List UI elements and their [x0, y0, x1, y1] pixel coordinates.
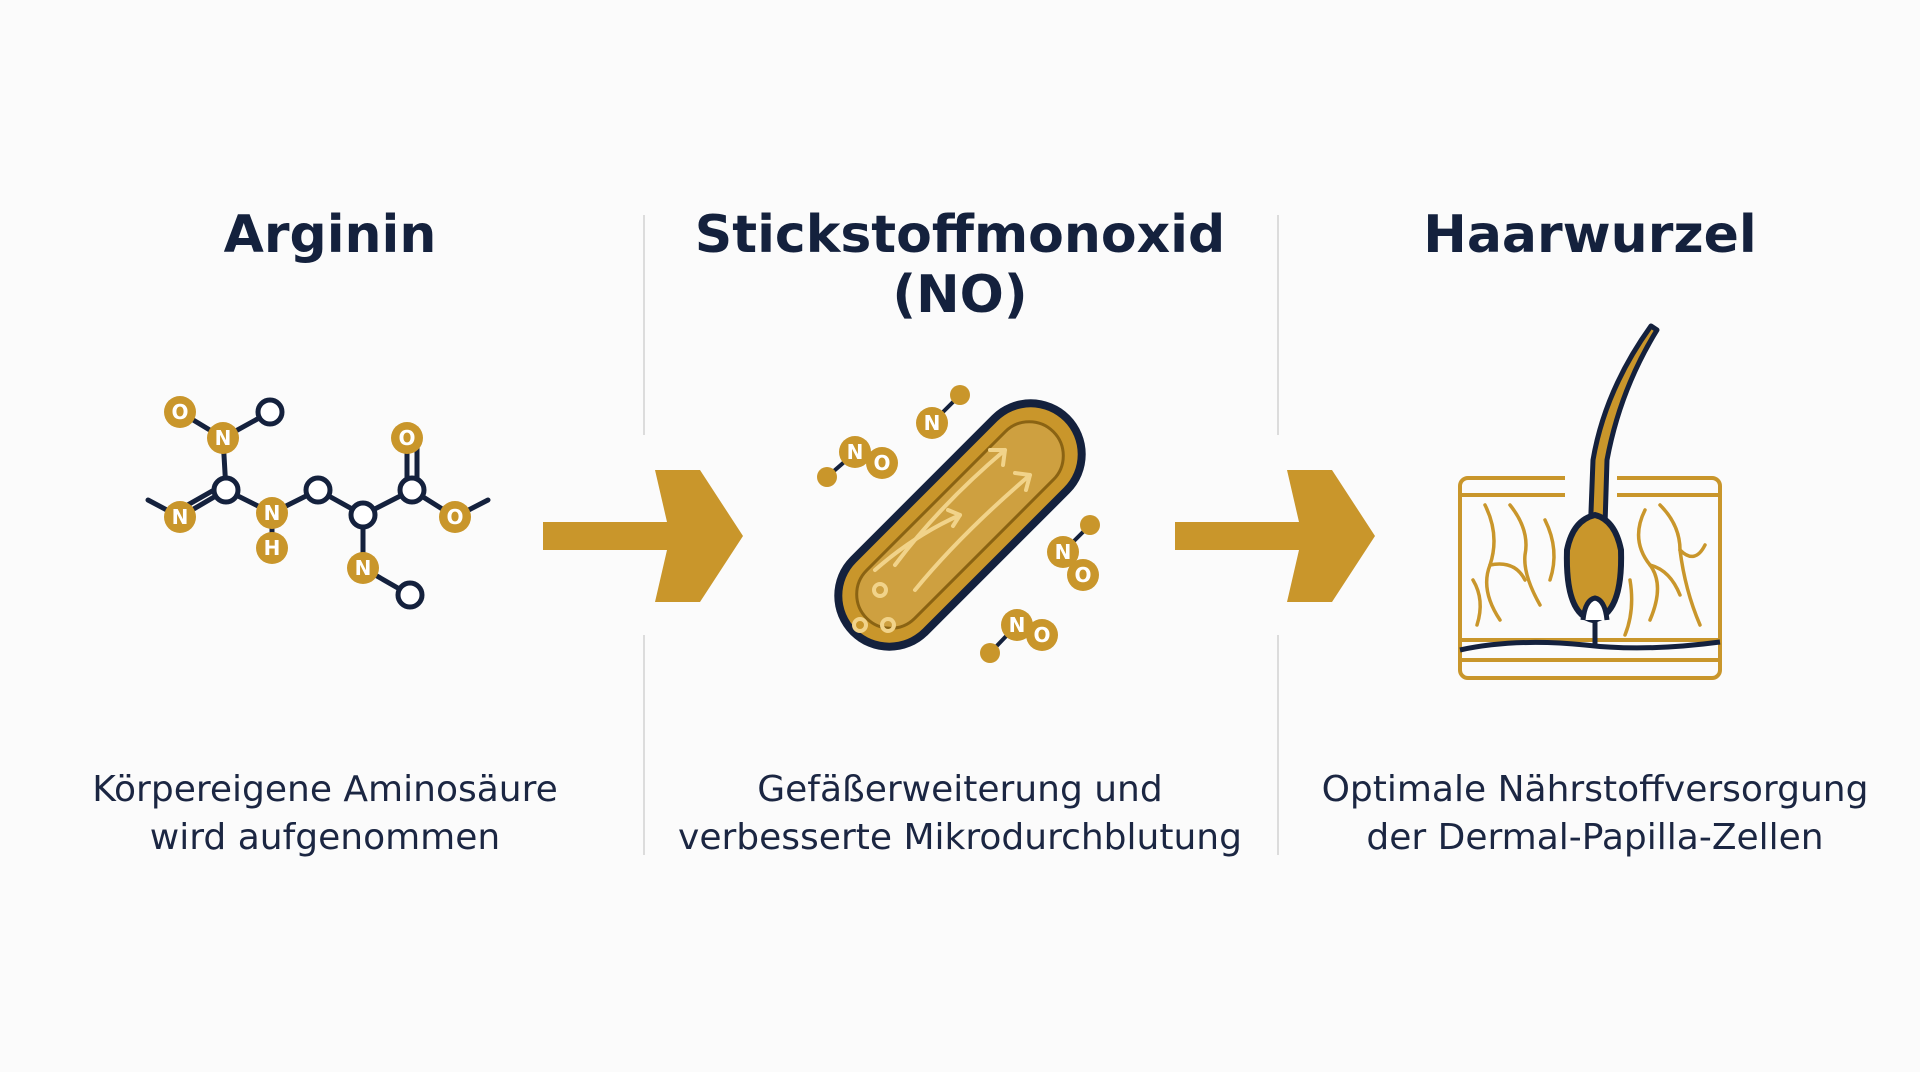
no-o-label: O	[1074, 563, 1091, 587]
step-1-title: Arginin	[130, 205, 530, 265]
step-1-description: Körpereigene Aminosäure wird aufgenommen	[60, 766, 590, 862]
no-n-label: N	[1055, 540, 1072, 564]
atom-label: N	[355, 556, 372, 580]
step-3-title: Haarwurzel	[1350, 205, 1830, 265]
arrow-right-icon	[1175, 470, 1375, 602]
step-3-description-line-2: der Dermal-Papilla-Zellen	[1366, 817, 1824, 858]
no-n-label: N	[847, 440, 864, 464]
atom-label: H	[264, 536, 281, 560]
atom-label: O	[398, 426, 415, 450]
step-1-description-line-1: Körpereigene Aminosäure	[92, 769, 558, 810]
atom-label: N	[215, 426, 232, 450]
step-1-description-line-2: wird aufgenommen	[149, 817, 501, 858]
step-3-title-line-1: Haarwurzel	[1423, 205, 1757, 265]
step-2-description: Gefäßerweiterung und verbesserte Mikrodu…	[660, 766, 1260, 862]
no-n-label: N	[1009, 613, 1026, 637]
step-2-title: Stickstoffmonoxid (NO)	[680, 205, 1240, 325]
atom-label: O	[446, 505, 463, 529]
no-molecule: N O	[817, 436, 898, 487]
step-2-title-line-2: (NO)	[892, 265, 1028, 325]
atom-label: O	[171, 400, 188, 424]
divider-right-top	[1277, 215, 1279, 435]
divider-right-bottom	[1277, 635, 1279, 855]
step-2-title-line-1: Stickstoffmonoxid	[694, 205, 1226, 265]
no-molecule: N	[916, 385, 970, 439]
no-n-label: N	[924, 411, 941, 435]
atom-label: N	[172, 505, 189, 529]
no-molecule: N O	[1047, 515, 1100, 591]
divider-left-top	[643, 215, 645, 435]
molecule-icon: O N N N H O O N	[145, 396, 491, 610]
no-molecule: N O	[980, 609, 1058, 663]
blood-vessel-icon: N O N N O N O	[817, 385, 1100, 663]
no-o-label: O	[873, 451, 890, 475]
step-3-description-line-1: Optimale Nährstoffversorgung	[1321, 769, 1869, 810]
step-1-title-line-1: Arginin	[223, 205, 437, 265]
step-3-description: Optimale Nährstoffversorgung der Dermal-…	[1300, 766, 1890, 862]
atom-label: N	[264, 501, 281, 525]
no-o-label: O	[1033, 623, 1050, 647]
divider-left-bottom	[643, 635, 645, 855]
step-2-description-line-2: verbesserte Mikrodurchblutung	[678, 817, 1242, 858]
step-2-description-line-1: Gefäßerweiterung und	[757, 769, 1163, 810]
arrow-right-icon	[543, 470, 743, 602]
hair-follicle-icon	[1458, 323, 1722, 680]
